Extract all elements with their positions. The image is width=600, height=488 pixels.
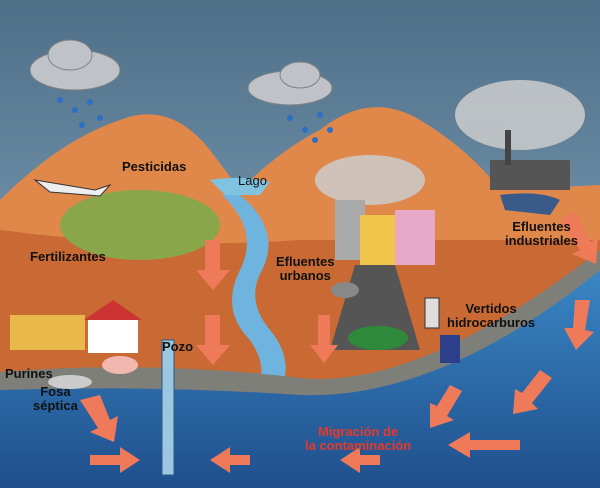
factory-icon	[490, 130, 570, 190]
river	[222, 195, 286, 392]
cloud-icon	[29, 39, 333, 106]
label-purines: Purines	[5, 366, 53, 381]
industrial-effluent	[500, 193, 560, 215]
urban-pipe	[331, 282, 359, 298]
barrel-icon	[440, 335, 460, 363]
fuel-pump-icon	[424, 297, 440, 329]
septic-tank	[48, 375, 92, 389]
farm-buildings	[10, 300, 142, 353]
plane-icon	[33, 179, 112, 197]
label-vertidos-hidrocarburos: Vertidos hidrocarburos	[447, 301, 536, 330]
rain-icon	[57, 97, 333, 143]
label-efluentes-urbanos: Efluentes urbanos	[276, 254, 335, 283]
car-icon	[348, 326, 408, 350]
label-pozo: Pozo	[162, 339, 194, 354]
contamination-arrows	[80, 212, 598, 473]
well-icon	[161, 339, 175, 476]
city-buildings	[335, 200, 435, 265]
smoke-cloud	[315, 80, 585, 205]
pig-icon	[102, 356, 138, 374]
label-fertilizantes: Fertilizantes	[30, 249, 106, 264]
label-efluentes-industriales: Efluentes industriales	[505, 219, 578, 248]
label-lago: Lago	[238, 173, 267, 188]
lake	[210, 177, 270, 195]
label-fosa-septica: Fosa séptica	[33, 384, 78, 413]
groundwater	[0, 270, 600, 488]
label-pesticidas: Pesticidas	[122, 159, 187, 174]
crop-field	[60, 190, 220, 260]
label-migracion-contaminacion: Migración de la contaminación	[305, 424, 412, 453]
